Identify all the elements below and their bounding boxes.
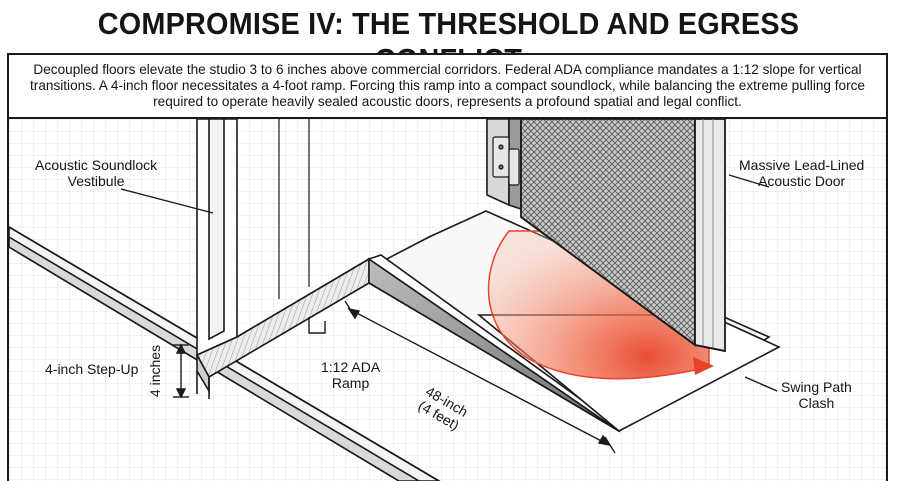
description-text: Decoupled floors elevate the studio 3 to… <box>30 62 865 109</box>
description-box: Decoupled floors elevate the studio 3 to… <box>7 53 888 119</box>
label-door: Massive Lead-Lined Acoustic Door <box>739 157 865 189</box>
height-dimension <box>173 343 189 399</box>
swing-arrow-icon <box>693 357 714 375</box>
label-height-dimension: 4 inches <box>147 344 164 398</box>
illustration: Acoustic Soundlock Vestibule Massive Lea… <box>7 119 888 481</box>
length-dimension <box>344 300 616 454</box>
label-step-up: 4-inch Step-Up <box>45 361 139 377</box>
leader-lines <box>120 174 778 392</box>
acoustic-door <box>520 119 726 353</box>
label-vestibule: Acoustic Soundlock Vestibule <box>35 157 158 189</box>
vestibule-wall <box>196 119 310 357</box>
label-ramp: 1:12 ADA Ramp <box>321 359 381 391</box>
label-clash: Swing Path Clash <box>781 379 852 411</box>
hinge-icon <box>492 136 520 186</box>
threshold-illustration <box>9 119 886 481</box>
ada-ramp <box>367 254 620 433</box>
